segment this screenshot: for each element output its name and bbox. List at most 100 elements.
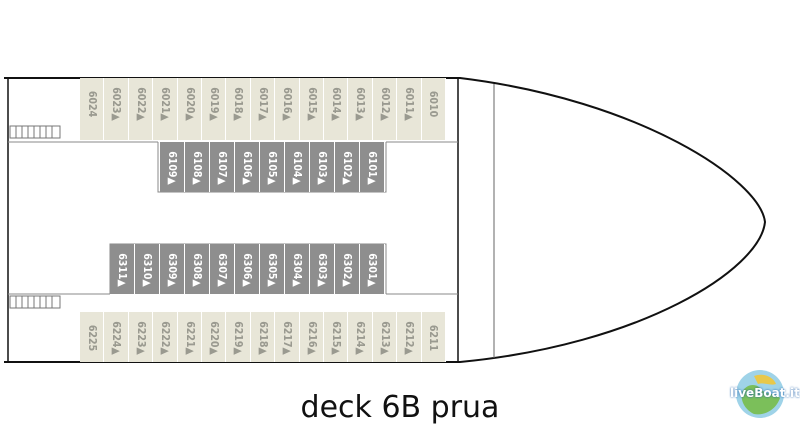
cabin-number: 6215▲ bbox=[329, 321, 342, 355]
cabin-number: 6309▲ bbox=[166, 253, 178, 287]
cabin-6223[interactable]: 6223▲ bbox=[128, 312, 154, 362]
cabin-6106[interactable]: 6106▲ bbox=[235, 142, 260, 192]
cabin-6216[interactable]: 6216▲ bbox=[299, 312, 324, 362]
cabin-number: 6101▲ bbox=[366, 151, 378, 185]
cabin-number: 6220▲ bbox=[207, 321, 220, 355]
cabin-number: 6023▲ bbox=[110, 87, 123, 121]
cabin-number: 6104▲ bbox=[291, 151, 303, 185]
cabin-number: 6013▲ bbox=[354, 87, 367, 121]
cabin-number: 6305▲ bbox=[266, 253, 278, 287]
cabin-number: 6223▲ bbox=[134, 321, 147, 355]
cabin-6017[interactable]: 6017▲ bbox=[250, 78, 276, 140]
cabin-number: 6106▲ bbox=[241, 151, 253, 185]
liveboat-logo: liveBoat.it bbox=[724, 362, 800, 420]
cabin-number: 6021▲ bbox=[158, 87, 171, 121]
deck-title: deck 6B prua bbox=[300, 390, 500, 425]
cabin-6224[interactable]: 6224▲ bbox=[104, 312, 129, 362]
cabin-6101[interactable]: 6101▲ bbox=[360, 142, 385, 192]
cabin-6217[interactable]: 6217▲ bbox=[275, 312, 300, 362]
cabin-6225[interactable]: 6225 bbox=[80, 312, 105, 362]
cabin-6306[interactable]: 6306▲ bbox=[235, 244, 260, 294]
cabin-6308[interactable]: 6308▲ bbox=[185, 244, 210, 294]
cabin-number: 6218▲ bbox=[256, 321, 269, 355]
cabin-6311[interactable]: 6311▲ bbox=[110, 244, 135, 294]
cabin-number: 6219▲ bbox=[232, 321, 245, 355]
cabin-6023[interactable]: 6023▲ bbox=[104, 78, 129, 140]
cabin-6309[interactable]: 6309▲ bbox=[160, 244, 185, 294]
stairs-top-icon bbox=[9, 125, 61, 139]
cabin-6212[interactable]: 6212▲ bbox=[397, 312, 422, 362]
cabin-6013[interactable]: 6013▲ bbox=[348, 78, 373, 140]
cabin-number: 6109▲ bbox=[166, 151, 178, 185]
cabin-6020[interactable]: 6020▲ bbox=[177, 78, 202, 140]
block-6100-outline bbox=[157, 142, 387, 193]
globe-icon bbox=[736, 370, 784, 418]
cabin-6302[interactable]: 6302▲ bbox=[335, 244, 360, 294]
cabin-6214[interactable]: 6214▲ bbox=[348, 312, 373, 362]
cabin-6213[interactable]: 6213▲ bbox=[372, 312, 398, 362]
cabin-6215[interactable]: 6215▲ bbox=[324, 312, 349, 362]
cabin-6304[interactable]: 6304▲ bbox=[285, 244, 310, 294]
cabin-6010[interactable]: 6010 bbox=[421, 78, 446, 140]
cabin-6301[interactable]: 6301▲ bbox=[360, 244, 385, 294]
cabin-6102[interactable]: 6102▲ bbox=[335, 142, 360, 192]
cabin-number: 6010 bbox=[427, 90, 440, 118]
cabin-number: 6212▲ bbox=[402, 321, 415, 355]
cabin-number: 6011▲ bbox=[402, 87, 415, 121]
cabin-6105[interactable]: 6105▲ bbox=[260, 142, 285, 192]
cabin-6221[interactable]: 6221▲ bbox=[177, 312, 202, 362]
cabin-6011[interactable]: 6011▲ bbox=[397, 78, 422, 140]
cabin-6218[interactable]: 6218▲ bbox=[250, 312, 276, 362]
cabin-6104[interactable]: 6104▲ bbox=[285, 142, 310, 192]
cabin-6107[interactable]: 6107▲ bbox=[210, 142, 235, 192]
cabin-number: 6019▲ bbox=[207, 87, 220, 121]
stairs-bottom-icon bbox=[9, 295, 61, 309]
cabin-number: 6221▲ bbox=[183, 321, 196, 355]
cabin-number: 6015▲ bbox=[305, 87, 318, 121]
cabin-6211[interactable]: 6211 bbox=[421, 312, 446, 362]
cabin-6022[interactable]: 6022▲ bbox=[128, 78, 154, 140]
cabin-6019[interactable]: 6019▲ bbox=[202, 78, 227, 140]
cabin-6012[interactable]: 6012▲ bbox=[372, 78, 398, 140]
cabin-number: 6020▲ bbox=[183, 87, 196, 121]
cabin-6016[interactable]: 6016▲ bbox=[275, 78, 300, 140]
cabin-number: 6301▲ bbox=[366, 253, 378, 287]
cabin-6021[interactable]: 6021▲ bbox=[153, 78, 178, 140]
cabin-number: 6016▲ bbox=[280, 87, 293, 121]
cabin-number: 6306▲ bbox=[241, 253, 253, 287]
cabin-number: 6224▲ bbox=[110, 321, 123, 355]
logo-text: liveBoat.it bbox=[730, 386, 800, 400]
cabin-number: 6017▲ bbox=[256, 87, 269, 121]
cabin-6108[interactable]: 6108▲ bbox=[185, 142, 210, 192]
cabin-number: 6303▲ bbox=[316, 253, 328, 287]
cabin-6219[interactable]: 6219▲ bbox=[226, 312, 251, 362]
cabin-number: 6211 bbox=[427, 324, 440, 352]
cabin-number: 6014▲ bbox=[329, 87, 342, 121]
cabin-number: 6024 bbox=[85, 90, 98, 118]
cabin-number: 6214▲ bbox=[354, 321, 367, 355]
cabin-number: 6307▲ bbox=[216, 253, 228, 287]
cabin-number: 6105▲ bbox=[266, 151, 278, 185]
cabin-number: 6103▲ bbox=[316, 151, 328, 185]
cabin-number: 6302▲ bbox=[341, 253, 353, 287]
cabin-6018[interactable]: 6018▲ bbox=[226, 78, 251, 140]
cabin-6109[interactable]: 6109▲ bbox=[160, 142, 185, 192]
cabin-6015[interactable]: 6015▲ bbox=[299, 78, 324, 140]
cabin-6103[interactable]: 6103▲ bbox=[310, 142, 335, 192]
hull-line bbox=[4, 77, 767, 363]
cabin-6024[interactable]: 6024 bbox=[80, 78, 105, 140]
cabin-6222[interactable]: 6222▲ bbox=[153, 312, 178, 362]
cabin-6220[interactable]: 6220▲ bbox=[202, 312, 227, 362]
cabin-number: 6018▲ bbox=[232, 87, 245, 121]
cabin-6014[interactable]: 6014▲ bbox=[324, 78, 349, 140]
cabin-6307[interactable]: 6307▲ bbox=[210, 244, 235, 294]
cabin-6305[interactable]: 6305▲ bbox=[260, 244, 285, 294]
cabin-number: 6102▲ bbox=[341, 151, 353, 185]
cabin-6310[interactable]: 6310▲ bbox=[135, 244, 160, 294]
cabin-number: 6012▲ bbox=[378, 87, 391, 121]
cabin-number: 6310▲ bbox=[141, 253, 153, 287]
cabin-6303[interactable]: 6303▲ bbox=[310, 244, 335, 294]
cabin-number: 6311▲ bbox=[116, 253, 128, 287]
